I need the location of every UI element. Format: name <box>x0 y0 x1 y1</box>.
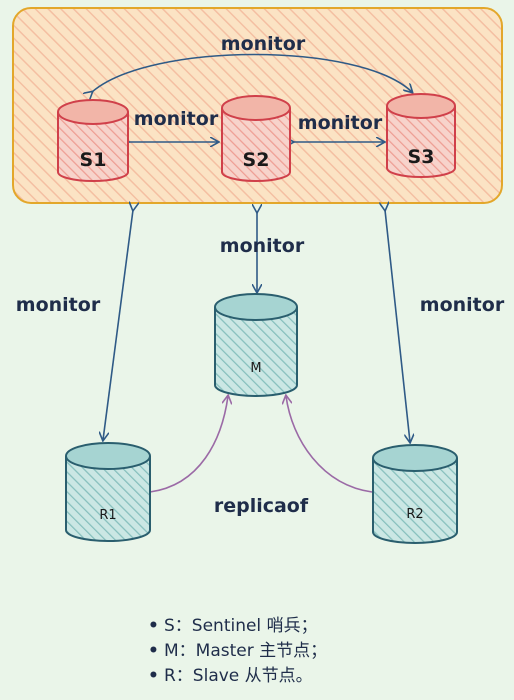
edge-label-s1-s3: monitor <box>221 33 306 55</box>
sentinel-node-s2: S2 <box>221 95 291 182</box>
node-label-r2: R2 <box>406 507 423 522</box>
legend: •S：Sentinel 哨兵； •M：Master 主节点； •R：Slave … <box>148 614 327 689</box>
node-label-r1: R1 <box>99 508 116 523</box>
legend-bullet: • <box>148 666 159 686</box>
monitor-arrow-s3-r2 <box>385 210 410 442</box>
replica-node-r2: R2 <box>372 444 458 544</box>
node-label-s2: S2 <box>243 149 270 171</box>
node-label-s3: S3 <box>408 146 435 168</box>
node-label-m: M <box>250 361 261 376</box>
legend-item-master: •M：Master 主节点； <box>148 639 327 664</box>
edge-label-replicaof: replicaof <box>214 495 309 517</box>
sentinel-node-s3: S3 <box>386 93 456 178</box>
legend-text-sentinel: S：Sentinel 哨兵； <box>164 616 318 636</box>
legend-item-sentinel: •S：Sentinel 哨兵； <box>148 614 327 639</box>
edge-label-s3-r2: monitor <box>420 294 505 316</box>
monitor-arrow-s1-s3 <box>92 53 412 93</box>
replica-node-r1: R1 <box>65 442 151 542</box>
edge-label-s2-s3: monitor <box>298 112 383 134</box>
master-node-m: M <box>214 293 298 397</box>
sentinel-node-s1: S1 <box>57 99 129 182</box>
edge-label-s1-r1: monitor <box>16 294 101 316</box>
legend-item-slave: •R：Slave 从节点。 <box>148 664 327 689</box>
legend-bullet: • <box>148 641 159 661</box>
node-label-s1: S1 <box>80 149 107 171</box>
legend-bullet: • <box>148 616 159 636</box>
replicaof-arrow-r2-m <box>286 396 373 493</box>
edge-label-s2-m: monitor <box>220 235 305 257</box>
monitor-arrow-s1-r1 <box>103 210 133 440</box>
edge-label-s1-s2: monitor <box>134 108 219 130</box>
legend-text-master: M：Master 主节点； <box>164 641 328 661</box>
legend-text-slave: R：Slave 从节点。 <box>164 666 313 686</box>
replicaof-arrow-r1-m <box>149 396 228 493</box>
